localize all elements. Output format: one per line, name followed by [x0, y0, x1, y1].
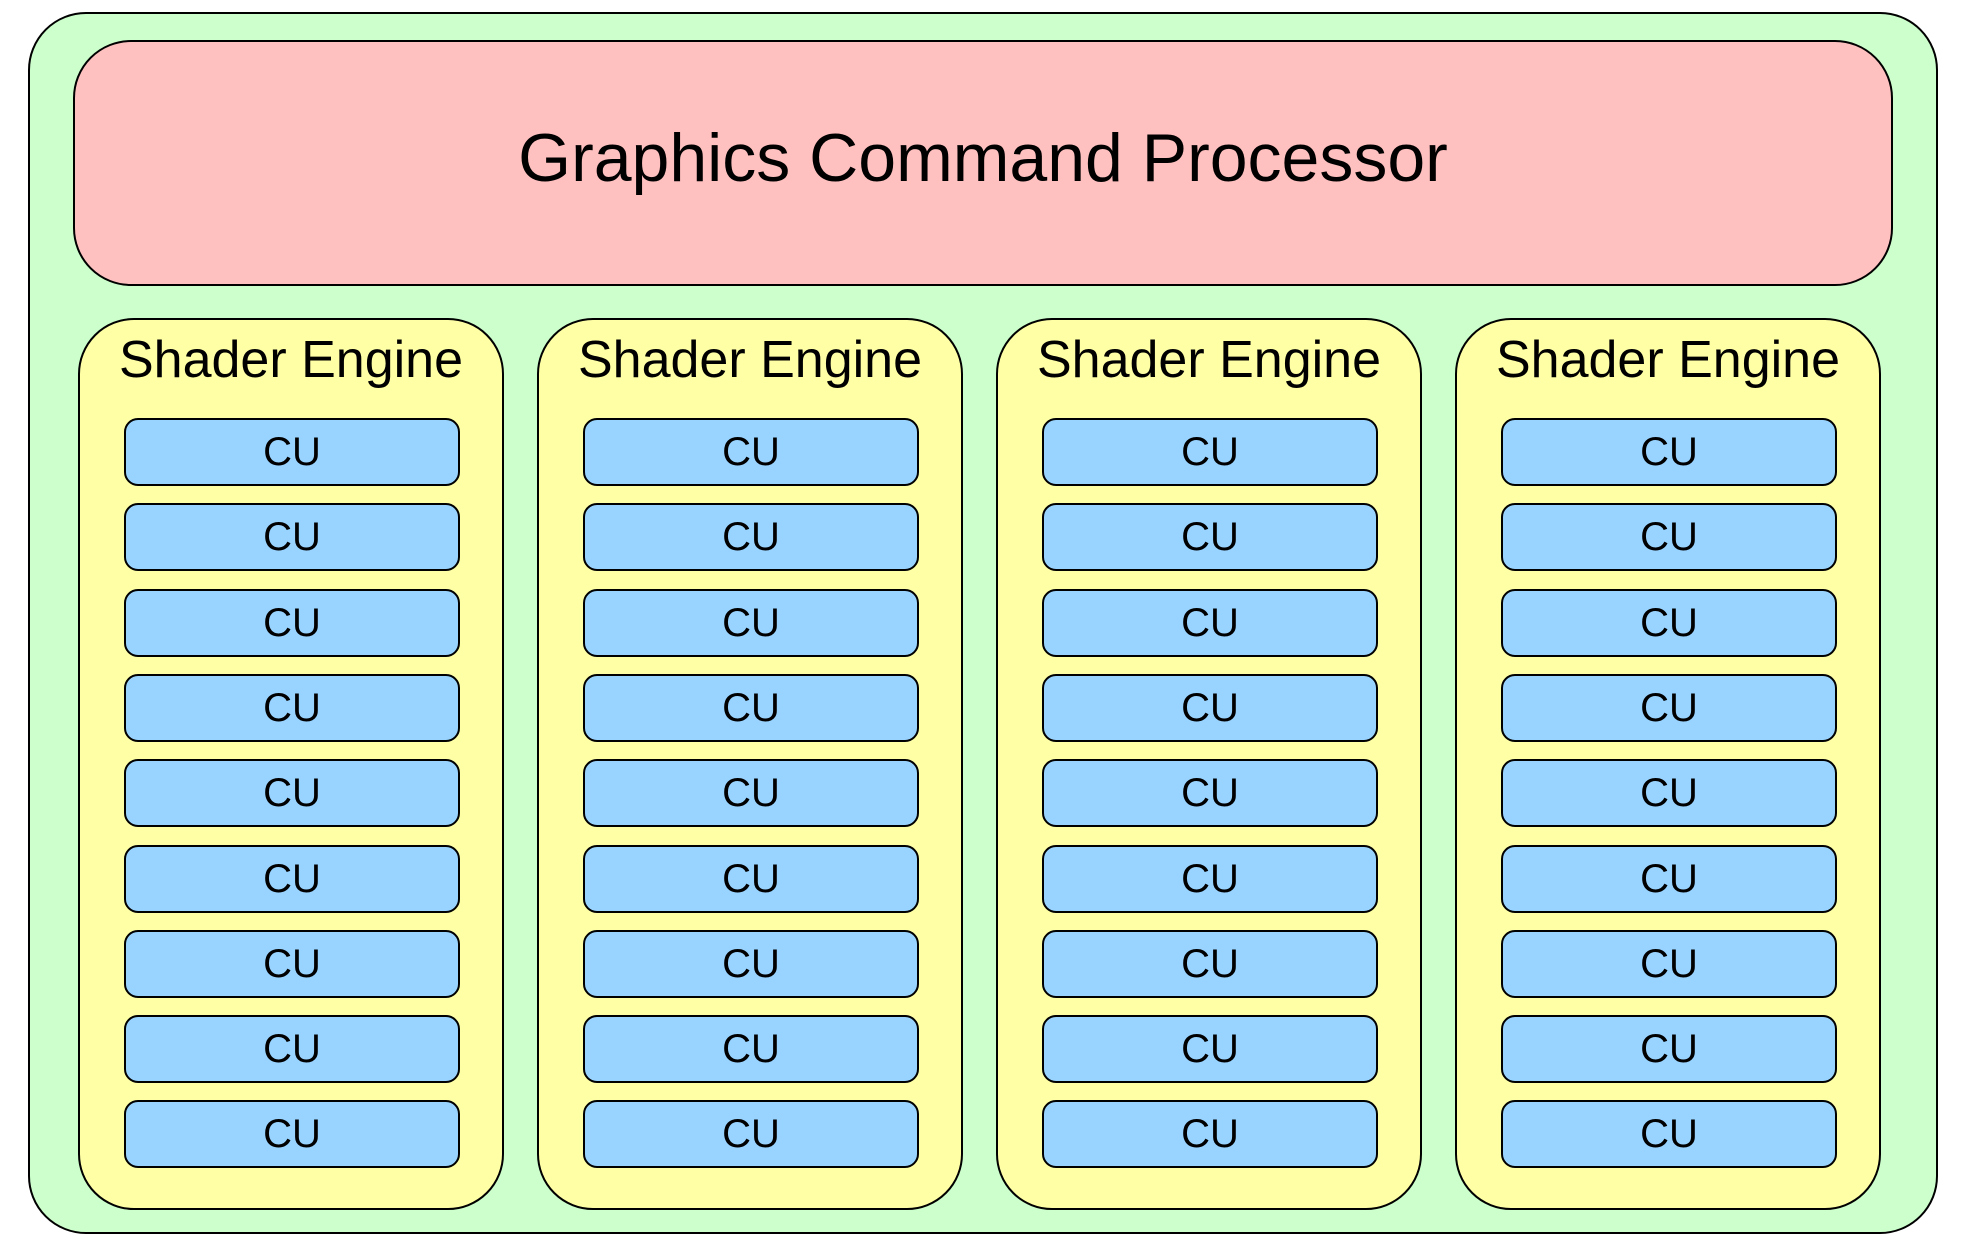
compute-unit: CU [1042, 845, 1378, 913]
compute-unit: CU [124, 759, 460, 827]
compute-unit: CU [124, 589, 460, 657]
compute-unit: CU [583, 589, 919, 657]
compute-unit: CU [124, 503, 460, 571]
compute-unit: CU [1501, 1100, 1837, 1168]
compute-unit: CU [1042, 1015, 1378, 1083]
shader-engine-label: Shader Engine [1036, 331, 1382, 389]
compute-unit: CU [1501, 1015, 1837, 1083]
compute-unit: CU [1501, 759, 1837, 827]
compute-unit: CU [583, 845, 919, 913]
compute-unit: CU [583, 1015, 919, 1083]
compute-unit: CU [1042, 759, 1378, 827]
shader-engine-label: Shader Engine [118, 331, 464, 389]
graphics-command-processor: Graphics Command Processor [73, 40, 1893, 286]
compute-unit: CU [1042, 1100, 1378, 1168]
compute-unit: CU [1501, 503, 1837, 571]
compute-unit: CU [1042, 503, 1378, 571]
compute-unit: CU [1042, 418, 1378, 486]
compute-unit: CU [1501, 418, 1837, 486]
shader-engine-label: Shader Engine [577, 331, 923, 389]
compute-unit: CU [583, 674, 919, 742]
compute-unit: CU [1042, 930, 1378, 998]
compute-unit: CU [1042, 589, 1378, 657]
compute-unit: CU [583, 759, 919, 827]
compute-unit: CU [583, 930, 919, 998]
compute-unit: CU [124, 1100, 460, 1168]
compute-unit: CU [124, 418, 460, 486]
compute-unit: CU [1501, 930, 1837, 998]
compute-unit: CU [1042, 674, 1378, 742]
compute-unit: CU [583, 1100, 919, 1168]
compute-unit: CU [124, 845, 460, 913]
shader-engine-label: Shader Engine [1495, 331, 1841, 389]
compute-unit: CU [1501, 674, 1837, 742]
compute-unit: CU [1501, 845, 1837, 913]
compute-unit: CU [124, 1015, 460, 1083]
compute-unit: CU [124, 930, 460, 998]
graphics-command-processor-label: Graphics Command Processor [518, 120, 1448, 196]
compute-unit: CU [583, 418, 919, 486]
compute-unit: CU [124, 674, 460, 742]
compute-unit: CU [1501, 589, 1837, 657]
compute-unit: CU [583, 503, 919, 571]
